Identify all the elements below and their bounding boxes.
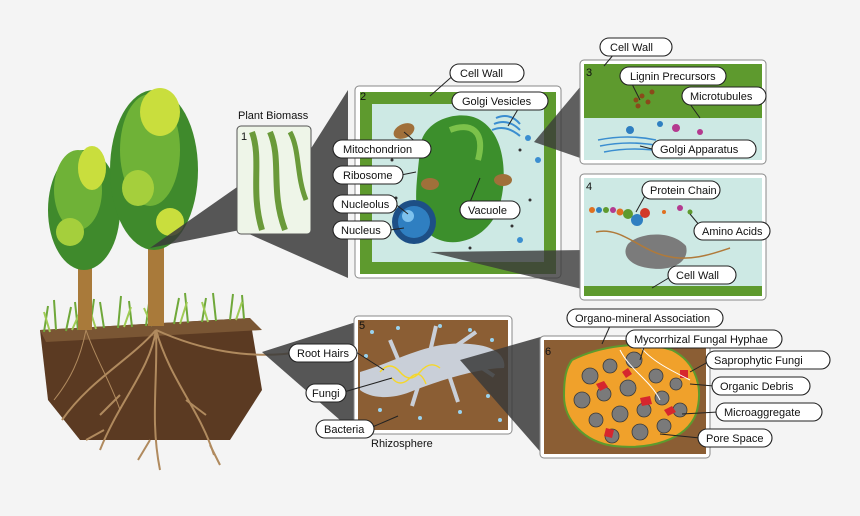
rhizosphere-title: Rhizosphere (371, 438, 433, 450)
label-root-hairs: Root Hairs (297, 348, 349, 360)
panel-4-number: 4 (586, 181, 592, 193)
zoom-cone-5-6 (460, 336, 544, 456)
panel-6-soil-aggregate: 6 (539, 335, 711, 459)
label-lignin-precursors: Lignin Precursors (630, 71, 716, 83)
panel-2-labels: Cell Wall Golgi Vesicles Mitochondrion R… (332, 63, 549, 240)
label-organic-debris: Organic Debris (720, 381, 794, 393)
zoom-cone-roots-5 (262, 322, 356, 434)
panel-3-cell-wall-detail: 3 (579, 59, 767, 165)
panel-5-number: 5 (359, 320, 365, 332)
zoom-cone-2-4 (430, 250, 586, 290)
panel-6-labels: Organo-mineral Association Mycorrhizal F… (566, 308, 831, 448)
label-nucleolus: Nucleolus (341, 199, 390, 211)
label-cell-wall-4: Cell Wall (676, 270, 719, 282)
label-mitochondrion: Mitochondrion (343, 144, 412, 156)
label-microaggregate: Microaggregate (724, 407, 800, 419)
zoom-cone-tree-1 (150, 185, 240, 248)
tree-and-soil-illustration (40, 88, 301, 471)
label-mycorrhizal-fungal-hyphae: Mycorrhizal Fungal Hyphae (634, 334, 768, 346)
panel-1-plant-tissue: 1 (236, 125, 312, 235)
label-vacuole: Vacuole (468, 205, 507, 217)
panel-6-number: 6 (545, 346, 551, 358)
label-protein-chain: Protein Chain (650, 185, 717, 197)
label-pore-space: Pore Space (706, 433, 763, 445)
panel-1-number: 1 (241, 131, 247, 143)
panel-4-labels: Protein Chain Amino Acids Cell Wall (635, 180, 771, 289)
label-organo-mineral-association: Organo-mineral Association (575, 313, 710, 325)
label-fungi: Fungi (312, 388, 340, 400)
label-bacteria: Bacteria (324, 424, 365, 436)
panel-2-number: 2 (360, 91, 366, 103)
label-golgi-apparatus: Golgi Apparatus (660, 144, 739, 156)
plant-biomass-title: Plant Biomass (238, 110, 309, 122)
label-ribosome: Ribosome (343, 170, 393, 182)
panel-3-labels: Cell Wall Lignin Precursors Microtubules… (599, 37, 767, 159)
label-microtubules: Microtubules (690, 91, 753, 103)
zoom-cone-2-3 (534, 80, 586, 160)
panel-5-root-zone: 5 (353, 315, 513, 435)
label-saprophytic-fungi: Saprophytic Fungi (714, 355, 803, 367)
label-cell-wall-3: Cell Wall (610, 42, 653, 54)
panel-3-number: 3 (586, 67, 592, 79)
panel-5-labels: Root Hairs Fungi Bacteria (288, 343, 399, 439)
label-cell-wall-2: Cell Wall (460, 68, 503, 80)
label-nucleus: Nucleus (341, 225, 381, 237)
label-amino-acids: Amino Acids (702, 226, 763, 238)
label-golgi-vesicles: Golgi Vesicles (462, 96, 532, 108)
